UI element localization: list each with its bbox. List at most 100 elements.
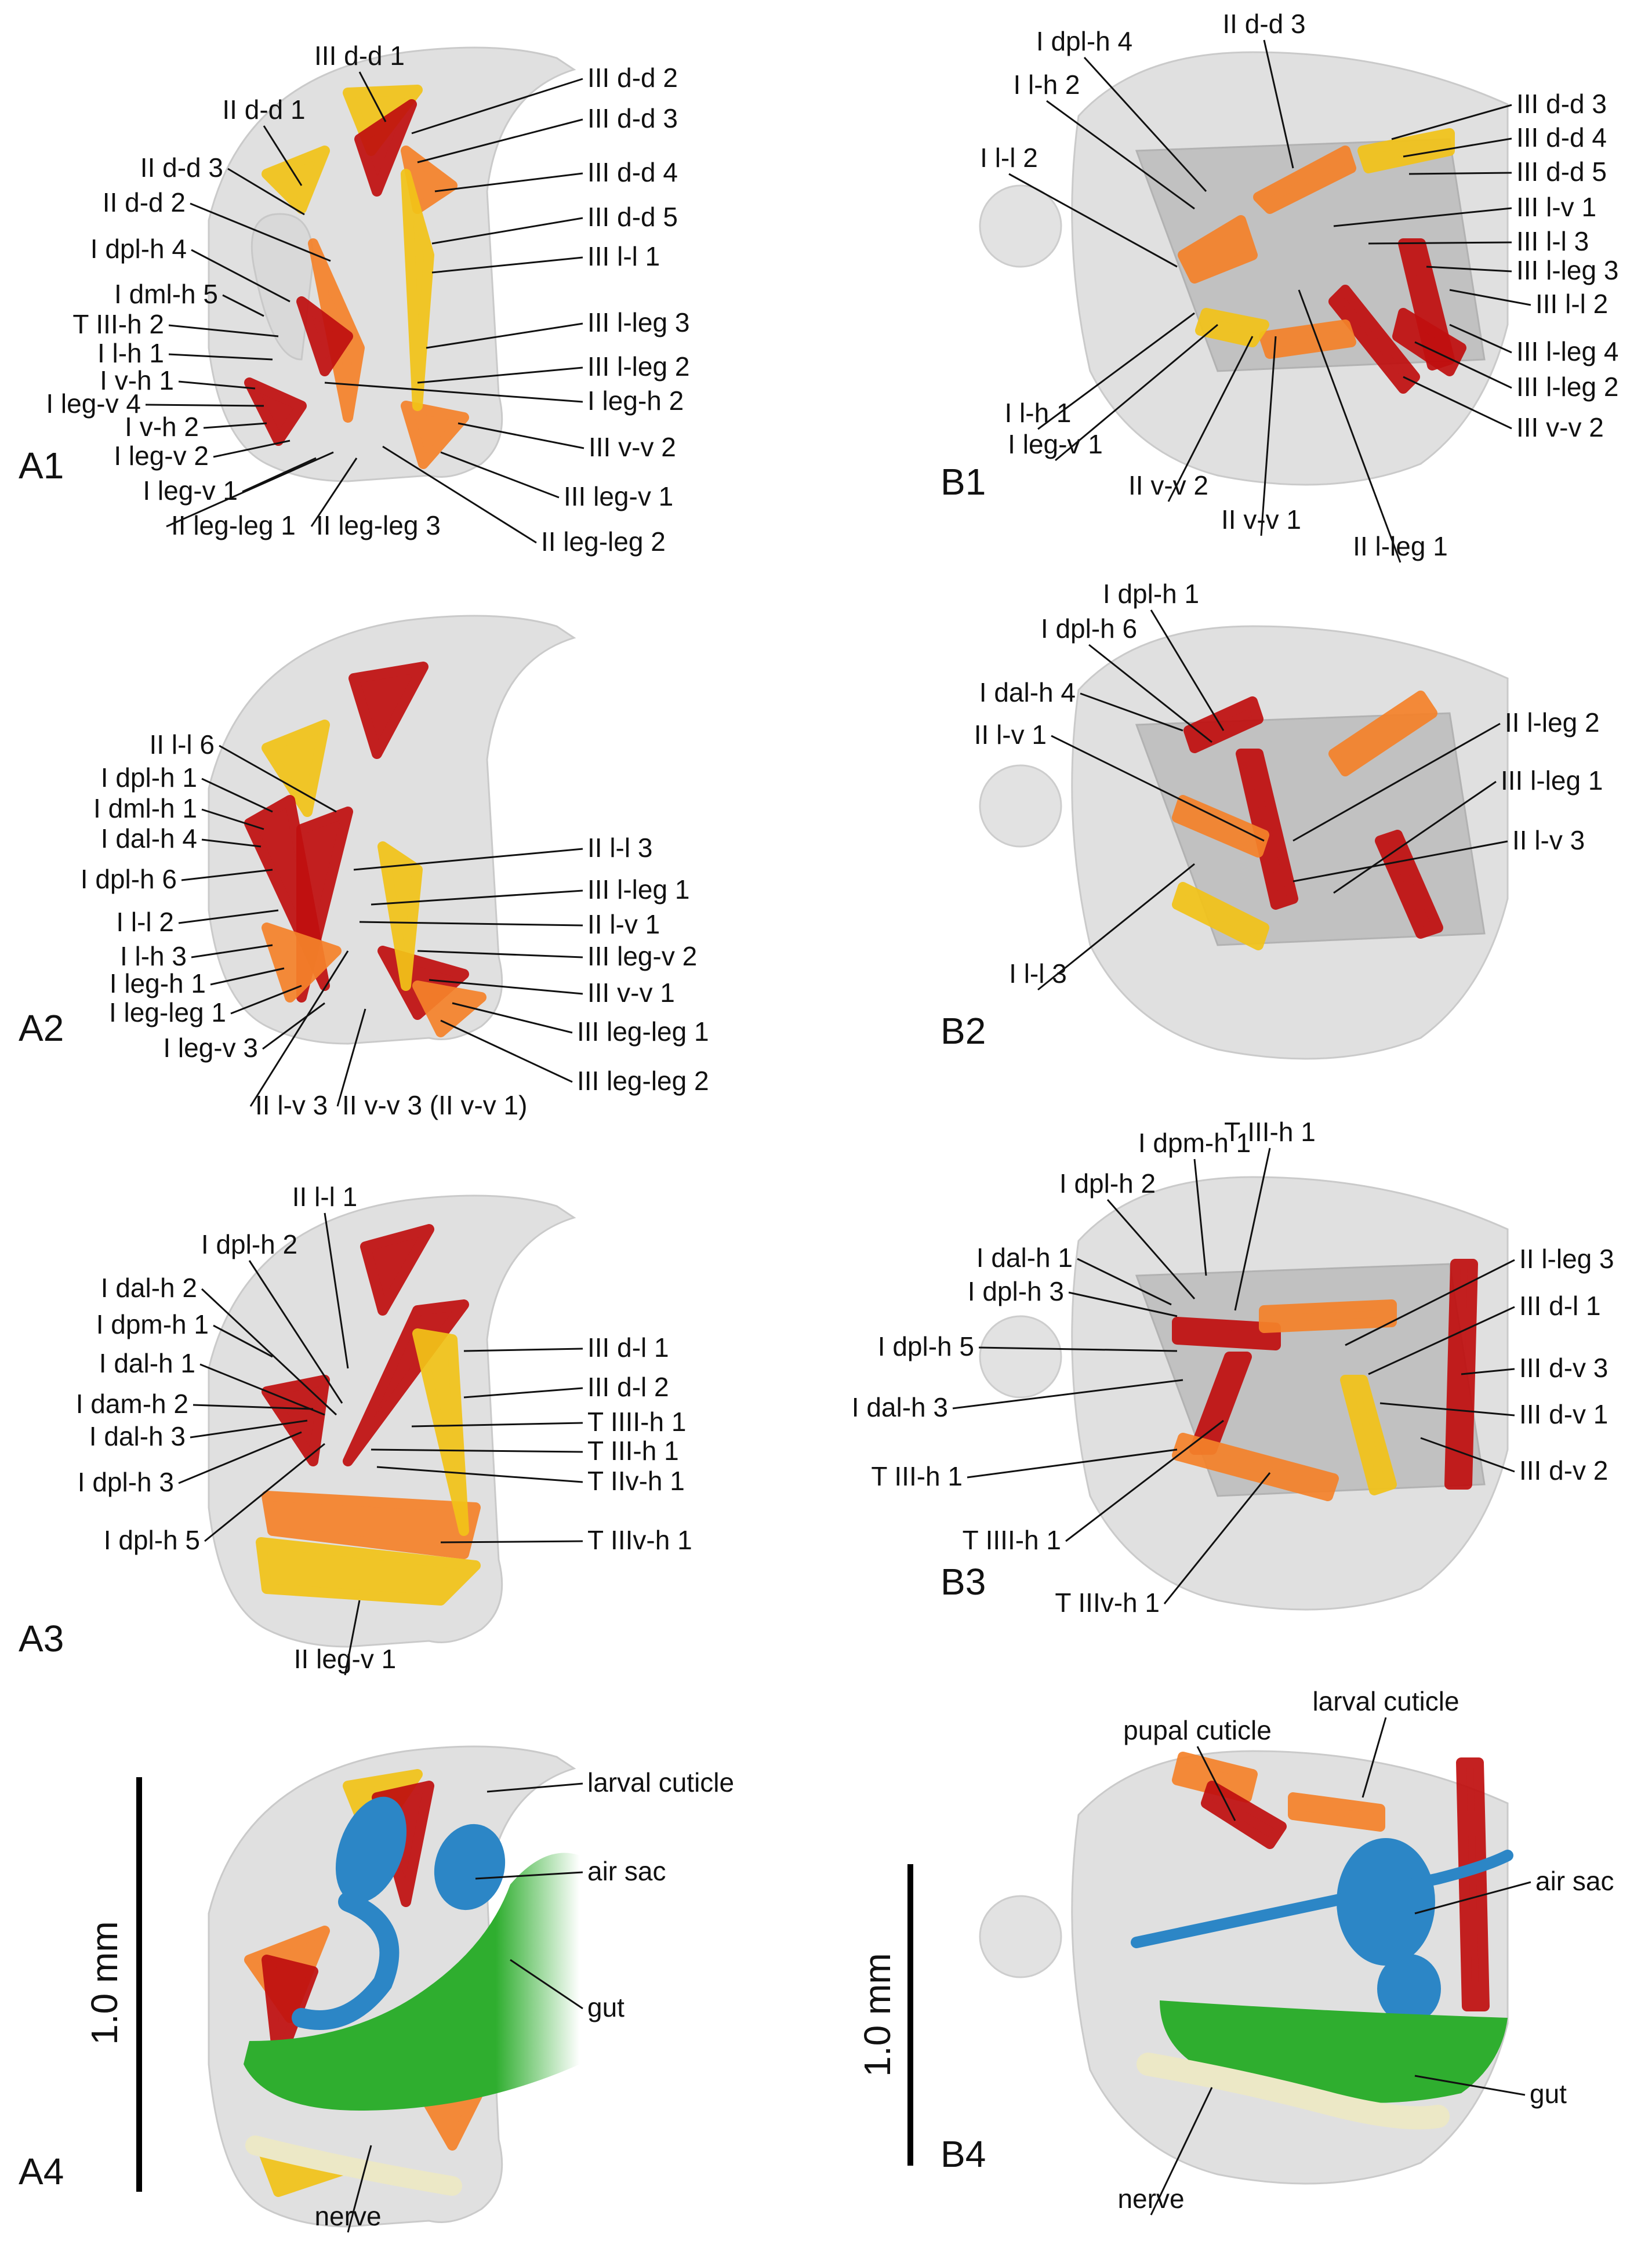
label-a1-ii-d-d-3: II d-d 3: [140, 152, 223, 183]
label-b1-iii-v-v-2: III v-v 2: [1516, 412, 1604, 442]
leader-line-b3-t-iiiv-h-1: [1163, 1472, 1271, 1604]
label-a2-i-dpl-h-1: I dpl-h 1: [101, 762, 197, 793]
leader-line-b3-i-dal-h-1: [1077, 1258, 1172, 1306]
muscle-a2-2: [262, 720, 330, 817]
label-b1-iii-l-leg-2: III l-leg 2: [1516, 372, 1618, 402]
leader-line-a3-i-dal-h-1: [199, 1363, 325, 1416]
muscle-b3-4: [1340, 1375, 1397, 1495]
muscle-b3-1: [1172, 1317, 1281, 1350]
leader-line-a3-t-iiii-h-1: [411, 1422, 583, 1428]
label-a2-i-dal-h-4: I dal-h 4: [101, 823, 197, 854]
label-a2-ii-l-v-1: II l-v 1: [587, 909, 660, 939]
muscle-b3-6: [1259, 1299, 1397, 1333]
label-a2-i-leg-h-1: I leg-h 1: [110, 968, 206, 998]
leader-line-a1-iii-v-v-2: [458, 422, 584, 449]
label-a2-i-leg-leg-1: I leg-leg 1: [109, 997, 226, 1027]
leader-line-b4-pupal-cuticle: [1196, 1746, 1236, 1821]
muscle-a2-1: [348, 662, 429, 759]
leader-line-b3-iii-d-v-3: [1461, 1368, 1515, 1375]
leader-line-a4-nerve: [347, 2145, 372, 2233]
label-a1-iii-l-leg-2: III l-leg 2: [587, 351, 689, 382]
leader-line-a1-i-leg-h-2: [324, 382, 583, 403]
panel-label-b2: B2: [941, 1010, 986, 1052]
panel-label-a2: A2: [19, 1007, 64, 1049]
leader-line-a3-iii-d-l-1: [463, 1348, 583, 1352]
leader-line-a2-iii-v-v-1: [429, 979, 583, 995]
leader-line-b1-iii-l-leg-2: [1414, 341, 1512, 389]
air-sac-b4-lower: [1377, 1954, 1441, 2024]
leader-line-a1-i-l-h-1: [168, 353, 273, 361]
leader-line-a1-ii-leg-leg-2: [382, 445, 537, 544]
label-b1-i-l-l-2: I l-l 2: [980, 143, 1038, 173]
label-a2-i-l-l-2: I l-l 2: [116, 907, 174, 937]
leader-line-b1-iii-l-leg-4: [1449, 324, 1512, 354]
label-a4-larval-cuticle: larval cuticle: [587, 1767, 734, 1797]
leader-line-b3-i-dal-h-3: [952, 1379, 1183, 1410]
label-b1-ii-v-v-1: II v-v 1: [1221, 504, 1301, 535]
leader-line-a1-iii-leg-v-1: [440, 451, 560, 499]
scale-bar-label-b4: 1.0 mm: [856, 1953, 898, 2076]
leader-line-a1-i-v-h-1: [178, 380, 256, 390]
leader-line-b3-i-dpl-h-3: [1068, 1291, 1178, 1317]
muscle-b1-8: [1195, 308, 1269, 347]
label-a1-ii-leg-leg-3: II leg-leg 3: [316, 510, 441, 540]
muscle-a3-2: [262, 1375, 330, 1466]
label-a2-iii-v-v-1: III v-v 1: [587, 978, 675, 1008]
leader-line-b1-iii-l-l-3: [1368, 241, 1512, 245]
label-b1-ii-l-leg-1: II l-leg 1: [1353, 531, 1448, 561]
label-b2-iii-l-leg-1: III l-leg 1: [1501, 765, 1603, 796]
label-a1-i-l-h-1: I l-h 1: [97, 338, 164, 368]
label-a2-i-dpl-h-6: I dpl-h 6: [81, 864, 177, 894]
label-a2-iii-leg-v-2: III leg-v 2: [587, 941, 697, 971]
muscle-a1-7: [244, 377, 307, 446]
leader-line-a3-i-dal-h-3: [190, 1419, 308, 1439]
label-a1-iii-v-v-2: III v-v 2: [589, 432, 676, 462]
leader-line-a1-ii-leg-leg-3: [310, 457, 358, 527]
label-a4-nerve: nerve: [314, 2201, 381, 2231]
scale-bar-label-a4: 1.0 mm: [83, 1921, 125, 2044]
label-a1-ii-d-d-2: II d-d 2: [103, 187, 186, 217]
leader-line-a2-ii-v-v-3-ii-v-v-1: [336, 1008, 366, 1107]
label-a3-iii-d-l-1: III d-l 1: [587, 1332, 669, 1363]
leader-line-a1-ii-d-d-1: [263, 125, 303, 186]
label-a3-i-dal-h-2: I dal-h 2: [101, 1273, 197, 1303]
leader-line-a1-t-iii-h-2: [168, 324, 279, 337]
leader-line-b1-i-l-h-2: [1046, 100, 1195, 210]
label-a1-t-iii-h-2: T III-h 2: [72, 309, 164, 339]
label-a2-ii-l-l-6: II l-l 6: [150, 729, 215, 760]
air-sac-b4-upper: [1337, 1838, 1435, 1966]
muscle-a1-8: [401, 401, 469, 469]
label-a1-i-leg-v-4: I leg-v 4: [46, 388, 141, 419]
leader-line-a1-ii-d-d-2: [190, 202, 331, 262]
leader-line-a1-iii-d-d-3: [417, 118, 583, 164]
leader-line-a2-iii-leg-leg-1: [452, 1002, 573, 1034]
leader-line-a2-i-leg-h-1: [210, 967, 285, 986]
leader-line-b1-i-dpl-h-4: [1083, 56, 1207, 193]
label-b3-i-dpl-h-3: I dpl-h 3: [968, 1276, 1064, 1306]
muscle-a1-6: [296, 296, 353, 376]
leader-line-a4-air-sac: [475, 1871, 583, 1880]
leader-line-b1-iii-l-leg-3: [1426, 266, 1512, 273]
leader-line-a1-i-leg-v-1: [242, 457, 317, 493]
muscle-a2-8: [377, 841, 423, 991]
leader-line-b3-iii-d-l-1: [1368, 1306, 1515, 1375]
leader-line-a2-i-dml-h-1: [201, 808, 264, 830]
label-a1-ii-leg-leg-1: II leg-leg 1: [171, 510, 296, 540]
label-b1-iii-l-leg-3: III l-leg 3: [1516, 255, 1618, 285]
muscle-a1-4: [262, 146, 330, 214]
label-b4-larval-cuticle: larval cuticle: [1312, 1686, 1459, 1716]
label-a3-t-iii-h-1: T III-h 1: [587, 1436, 679, 1466]
leader-line-b3-t-iiii-h-1: [1065, 1419, 1224, 1542]
label-b3-i-dal-h-3: I dal-h 3: [852, 1392, 948, 1422]
label-b3-i-dal-h-1: I dal-h 1: [976, 1243, 1073, 1273]
leader-line-a1-iii-d-d-1: [358, 71, 387, 122]
air-sac-a4-left: [335, 1796, 407, 1903]
label-b2-i-dpl-h-6: I dpl-h 6: [1041, 613, 1137, 644]
leader-line-a2-i-dpl-h-1: [201, 778, 273, 813]
muscle-layer: [244, 85, 1490, 2197]
leader-line-a4-larval-cuticle: [486, 1782, 583, 1793]
label-a3-t-iiiv-h-1: T IIIv-h 1: [587, 1525, 692, 1555]
label-a2-iii-l-leg-1: III l-leg 1: [587, 874, 689, 905]
leader-line-b2-i-dpl-h-6: [1088, 644, 1212, 743]
